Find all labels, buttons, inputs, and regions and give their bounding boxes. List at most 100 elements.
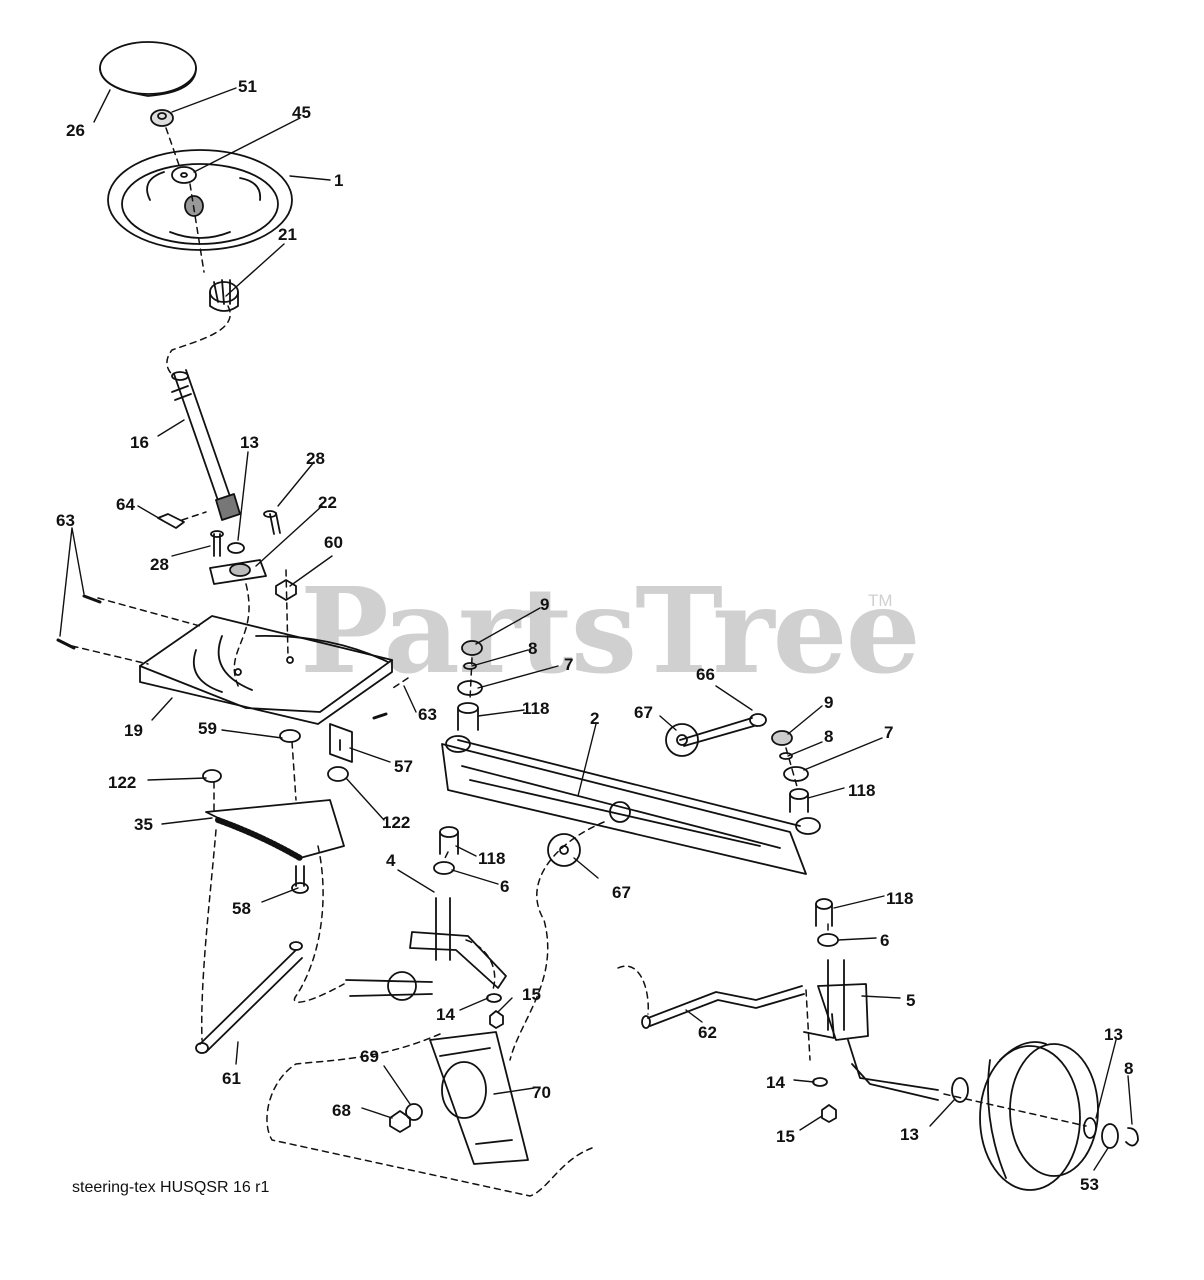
callout-122b: 122 bbox=[382, 813, 411, 832]
callout-6a: 6 bbox=[500, 877, 510, 896]
clip-part-8a bbox=[463, 662, 477, 670]
callout-13a: 13 bbox=[240, 433, 259, 452]
callout-16: 16 bbox=[130, 433, 149, 452]
callout-70: 70 bbox=[532, 1083, 551, 1102]
callout-51: 51 bbox=[238, 77, 257, 96]
callout-5: 5 bbox=[906, 991, 916, 1010]
callout-118c: 118 bbox=[478, 849, 506, 868]
callout-8a: 8 bbox=[528, 639, 538, 658]
bushing-part-13 bbox=[227, 542, 245, 554]
callout-45: 45 bbox=[292, 103, 311, 122]
nut-part-15b bbox=[821, 1104, 837, 1123]
bearing-plate-part-22 bbox=[209, 559, 267, 585]
cap-part-9b bbox=[771, 730, 793, 746]
trademark-mark: TM bbox=[868, 591, 893, 610]
callout-64: 64 bbox=[116, 495, 135, 514]
nut-part-122a bbox=[202, 769, 222, 783]
callout-6b: 6 bbox=[880, 931, 890, 950]
bumper-part-67b bbox=[547, 833, 581, 867]
bolt-part-28b bbox=[210, 530, 224, 557]
callout-21: 21 bbox=[278, 225, 297, 244]
callout-13c: 13 bbox=[1104, 1025, 1123, 1044]
callout-8b: 8 bbox=[824, 727, 834, 746]
callout-118d: 118 bbox=[886, 889, 914, 908]
washer-part-13b bbox=[951, 1077, 969, 1103]
callout-68: 68 bbox=[332, 1101, 351, 1120]
callout-28b: 28 bbox=[150, 555, 169, 574]
steering-wheel-part bbox=[107, 149, 293, 251]
callout-118a: 118 bbox=[522, 699, 550, 718]
front-wheel-part bbox=[979, 1041, 1099, 1191]
callout-60: 60 bbox=[324, 533, 343, 552]
washer-part-69 bbox=[405, 1103, 423, 1121]
callout-9a: 9 bbox=[540, 595, 550, 614]
watermark-logo: PartsTree bbox=[300, 561, 921, 700]
bumper-part-67a bbox=[665, 723, 699, 757]
clip-part-8c bbox=[1125, 1127, 1139, 1147]
clip-part-8b bbox=[779, 752, 793, 760]
callout-62: 62 bbox=[698, 1023, 717, 1042]
callout-7b: 7 bbox=[884, 723, 894, 742]
callout-61: 61 bbox=[222, 1069, 241, 1088]
support-plate-part bbox=[139, 615, 393, 725]
nut-part-51 bbox=[150, 109, 174, 127]
callout-122a: 122 bbox=[108, 773, 137, 792]
callout-53: 53 bbox=[1080, 1175, 1099, 1194]
bushing-part-118b bbox=[789, 788, 809, 813]
washer-part-53 bbox=[1101, 1123, 1119, 1149]
washer-part-14a bbox=[486, 993, 502, 1003]
bracket-part-57 bbox=[329, 723, 353, 763]
callout-28a: 28 bbox=[306, 449, 325, 468]
washer-part-59 bbox=[279, 729, 301, 743]
callout-63b: 63 bbox=[418, 705, 437, 724]
callout-57: 57 bbox=[394, 757, 413, 776]
leader-lines bbox=[59, 87, 1133, 1171]
bushing-part-118a bbox=[457, 702, 479, 731]
bolt-part-68 bbox=[389, 1110, 411, 1133]
callout-59: 59 bbox=[198, 719, 217, 738]
washer-part-6a bbox=[433, 861, 455, 875]
washer-part-14b bbox=[812, 1077, 828, 1087]
bushing-part-118c bbox=[439, 826, 459, 855]
callout-26: 26 bbox=[66, 121, 85, 140]
washer-part-45 bbox=[171, 166, 197, 184]
callout-2: 2 bbox=[590, 709, 600, 728]
callout-14b: 14 bbox=[766, 1073, 785, 1092]
assembly-lines bbox=[71, 127, 1087, 1197]
adapter-part-21 bbox=[209, 279, 239, 312]
screw-part-63b bbox=[56, 638, 76, 650]
callout-66: 66 bbox=[696, 665, 715, 684]
callout-15a: 15 bbox=[522, 985, 541, 1004]
callout-22: 22 bbox=[318, 493, 337, 512]
tie-rod-part bbox=[641, 985, 805, 1029]
callout-58: 58 bbox=[232, 899, 251, 918]
nut-part-60 bbox=[275, 579, 297, 601]
callout-1: 1 bbox=[334, 171, 344, 190]
front-axle-part bbox=[441, 735, 821, 875]
bolt-part-58 bbox=[291, 865, 309, 894]
drag-link-part bbox=[195, 941, 303, 1054]
callout-8c: 8 bbox=[1124, 1059, 1134, 1078]
callout-67a: 67 bbox=[634, 703, 653, 722]
callout-63a: 63 bbox=[56, 511, 75, 530]
callout-14a: 14 bbox=[436, 1005, 455, 1024]
nut-part-122b bbox=[327, 766, 349, 782]
callout-9b: 9 bbox=[824, 693, 834, 712]
bolt-part-66 bbox=[679, 713, 767, 747]
washer-part-13c bbox=[1083, 1117, 1097, 1139]
callout-35: 35 bbox=[134, 815, 153, 834]
steering-shaft-part bbox=[171, 369, 241, 521]
callout-4: 4 bbox=[386, 851, 396, 870]
screw-part-63c bbox=[372, 712, 388, 720]
callout-15b: 15 bbox=[776, 1127, 795, 1146]
bolt-part-28a bbox=[263, 510, 281, 535]
callout-13b: 13 bbox=[900, 1125, 919, 1144]
callout-67b: 67 bbox=[612, 883, 631, 902]
wheel-cap-part bbox=[99, 41, 197, 97]
callout-118b: 118 bbox=[848, 781, 876, 800]
cap-part-9a bbox=[461, 640, 483, 656]
callout-7a: 7 bbox=[564, 655, 574, 674]
clip-part-64 bbox=[157, 513, 185, 529]
